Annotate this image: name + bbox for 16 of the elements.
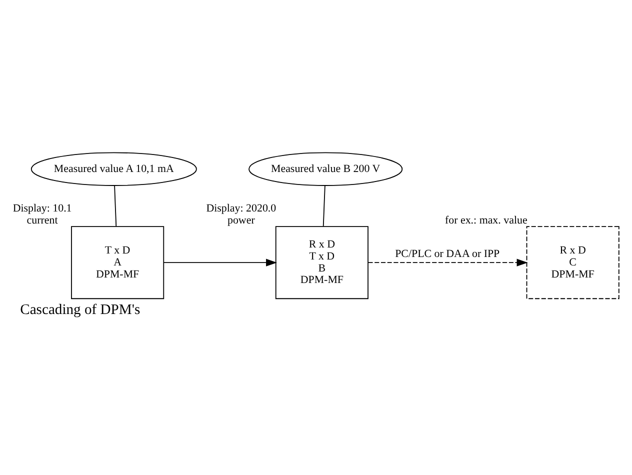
node-label: for ex.: max. value <box>445 214 528 226</box>
arrow <box>163 258 277 266</box>
node-box: R x D T x D B DPM-MF <box>275 226 368 300</box>
node-box: R x D C DPM-MF <box>526 226 620 300</box>
arrow <box>368 258 528 266</box>
node-box: T x D A DPM-MF <box>71 226 164 300</box>
edge-label: PC/PLC or DAA or IPP <box>395 248 500 260</box>
connector <box>322 185 326 227</box>
connector <box>114 185 117 227</box>
node-label: current <box>26 214 58 226</box>
node-label: Display: 2020.0 <box>206 202 276 215</box>
node-ellipse: Measured value A 10,1 mA <box>30 152 197 186</box>
caption: Cascading of DPM's <box>20 302 140 318</box>
node-label: power <box>228 214 255 226</box>
node-label: Display: 10.1 <box>12 202 72 215</box>
node-ellipse: Measured value B 200 V <box>248 152 403 186</box>
